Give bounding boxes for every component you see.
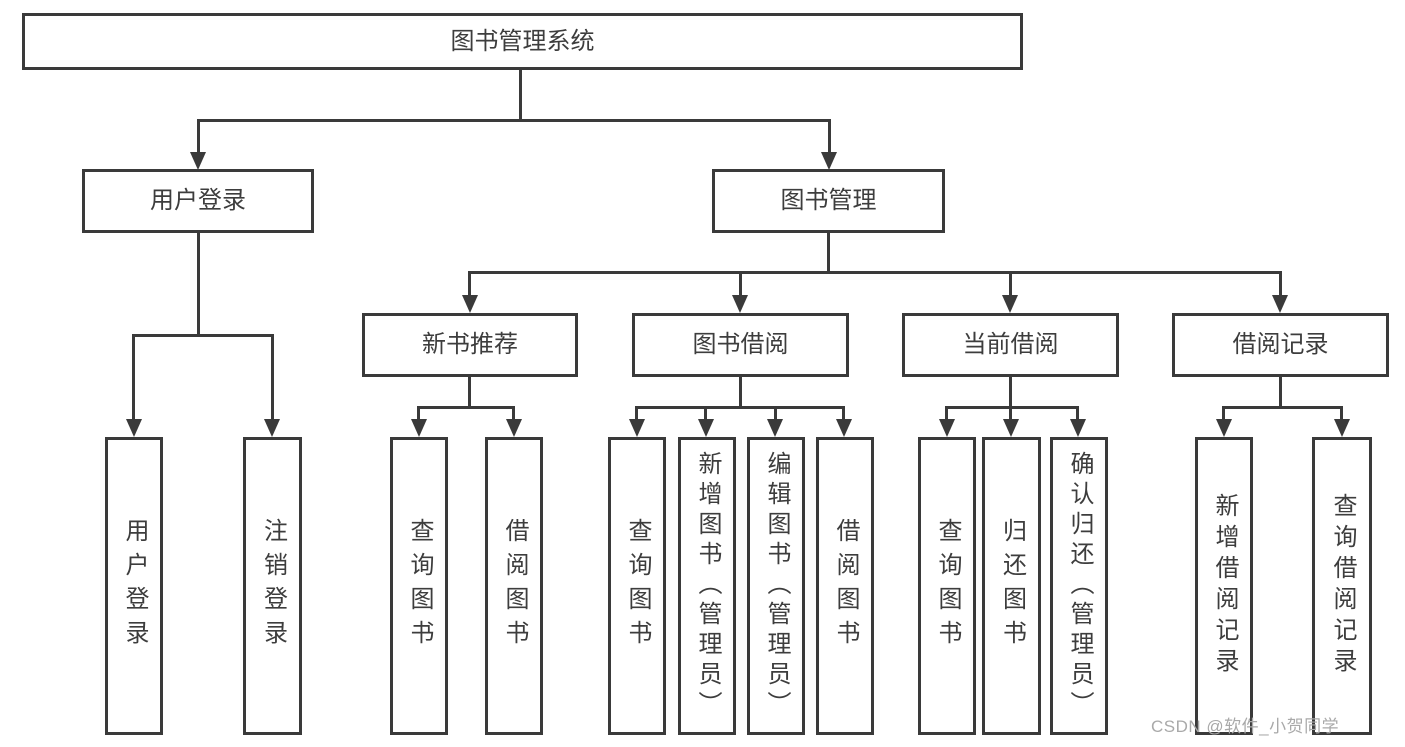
arrow-down-icon — [1334, 419, 1350, 437]
node-user-login: 用户登录 — [82, 169, 314, 233]
leaf-query-books-borrow: 查询图书 — [608, 437, 666, 735]
leaf-label: 新增借阅记录 — [1211, 493, 1238, 679]
connector-line — [739, 377, 742, 409]
arrow-down-icon — [629, 419, 645, 437]
arrow-down-icon — [462, 295, 478, 313]
connector-line — [512, 406, 515, 422]
arrow-down-icon — [1002, 295, 1018, 313]
node-label: 新书推荐 — [422, 331, 518, 358]
connector-line — [635, 406, 845, 409]
leaf-label: 新增图书（管理员） — [694, 451, 721, 721]
connector-line — [827, 233, 830, 274]
node-book-management-system: 图书管理系统 — [22, 13, 1023, 70]
arrow-down-icon — [698, 419, 714, 437]
connector-line — [1279, 377, 1282, 409]
arrow-down-icon — [264, 419, 280, 437]
leaf-query-books-current: 查询图书 — [918, 437, 976, 735]
arrow-down-icon — [411, 419, 427, 437]
leaf-return-books: 归还图书 — [982, 437, 1041, 735]
node-label: 用户登录 — [150, 187, 246, 214]
node-borrow-records: 借阅记录 — [1172, 313, 1389, 377]
arrow-down-icon — [767, 419, 783, 437]
connector-line — [1340, 406, 1343, 422]
arrow-down-icon — [506, 419, 522, 437]
connector-line — [1009, 406, 1012, 422]
leaf-label: 编辑图书（管理员） — [763, 451, 790, 721]
arrow-down-icon — [126, 419, 142, 437]
arrow-down-icon — [1272, 295, 1288, 313]
connector-line — [828, 119, 831, 155]
leaf-label: 查询图书 — [624, 518, 651, 654]
node-current-borrowing: 当前借阅 — [902, 313, 1119, 377]
connector-line — [1009, 377, 1012, 409]
arrow-down-icon — [836, 419, 852, 437]
leaf-logout: 注销登录 — [243, 437, 302, 735]
connector-line — [1076, 406, 1079, 422]
arrow-down-icon — [821, 152, 837, 170]
leaf-edit-books-admin: 编辑图书（管理员） — [747, 437, 805, 735]
leaf-borrow-books-borrow: 借阅图书 — [816, 437, 874, 735]
node-label: 图书管理 — [780, 187, 877, 214]
connector-line — [519, 70, 522, 120]
leaf-add-borrow-record: 新增借阅记录 — [1195, 437, 1253, 735]
connector-line — [945, 406, 1079, 409]
leaf-query-borrow-record: 查询借阅记录 — [1312, 437, 1372, 735]
leaf-label: 查询借阅记录 — [1329, 493, 1356, 679]
leaf-borrow-books-newbook: 借阅图书 — [485, 437, 543, 735]
node-label: 图书管理系统 — [450, 27, 595, 55]
arrow-down-icon — [190, 152, 206, 170]
node-label: 借阅记录 — [1232, 331, 1329, 358]
node-new-book-recommend: 新书推荐 — [362, 313, 578, 377]
connector-line — [417, 406, 420, 422]
leaf-label: 借阅图书 — [832, 518, 859, 654]
connector-line — [1009, 271, 1012, 299]
arrow-down-icon — [1070, 419, 1086, 437]
connector-line — [842, 406, 845, 422]
connector-line — [197, 119, 831, 122]
connector-line — [197, 119, 200, 155]
leaf-label: 归还图书 — [998, 518, 1026, 654]
connector-line — [739, 271, 742, 299]
connector-line — [271, 334, 274, 422]
node-book-management: 图书管理 — [712, 169, 945, 233]
leaf-label: 借阅图书 — [501, 518, 528, 654]
arrow-down-icon — [1216, 419, 1232, 437]
leaf-add-books-admin: 新增图书（管理员） — [678, 437, 736, 735]
leaf-label: 查询图书 — [406, 518, 433, 654]
connector-line — [417, 406, 515, 409]
arrow-down-icon — [939, 419, 955, 437]
leaf-query-books-newbook: 查询图书 — [390, 437, 448, 735]
connector-line — [945, 406, 948, 422]
arrow-down-icon — [1003, 419, 1019, 437]
connector-line — [704, 406, 707, 422]
connector-line — [635, 406, 638, 422]
node-label: 当前借阅 — [962, 331, 1059, 358]
connector-line — [468, 271, 1282, 274]
arrow-down-icon — [732, 295, 748, 313]
leaf-label: 确认归还（管理员） — [1066, 451, 1093, 721]
connector-line — [197, 233, 200, 337]
leaf-label: 查询图书 — [934, 518, 961, 654]
node-book-borrowing: 图书借阅 — [632, 313, 849, 377]
leaf-label: 用户登录 — [121, 518, 148, 654]
connector-line — [1279, 271, 1282, 299]
connector-line — [468, 377, 471, 409]
leaf-confirm-return-admin: 确认归还（管理员） — [1050, 437, 1108, 735]
node-label: 图书借阅 — [692, 331, 789, 358]
connector-line — [132, 334, 274, 337]
leaf-label: 注销登录 — [259, 518, 287, 654]
connector-line — [468, 271, 471, 299]
csdn-watermark: CSDN @软件_小贺同学 — [1151, 717, 1340, 736]
connector-line — [1222, 406, 1343, 409]
connector-line — [1222, 406, 1225, 422]
connector-line — [774, 406, 777, 422]
leaf-user-login: 用户登录 — [105, 437, 163, 735]
connector-line — [132, 334, 135, 422]
